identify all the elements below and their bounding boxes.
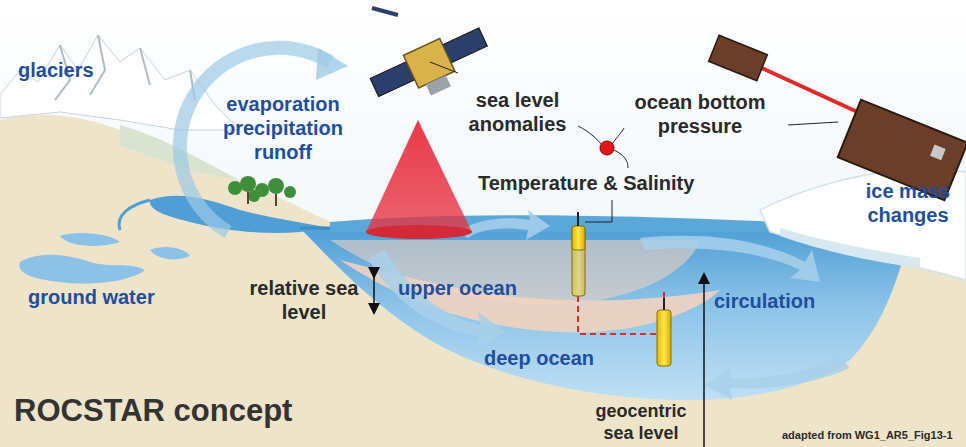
- region-label: ice mass changes: [855, 179, 961, 227]
- source-note: adapted from WG1_AR5_Fig13-1: [782, 429, 953, 442]
- region-label: glaciers: [18, 58, 94, 82]
- quantity-label: geocentric sea level: [584, 400, 698, 444]
- region-label: deep ocean: [484, 346, 594, 370]
- process-label: circulation: [714, 289, 815, 313]
- diagram-title: ROCSTAR concept: [14, 392, 292, 429]
- process-label: evaporation precipitation runoff: [213, 92, 353, 164]
- measurement-label: ocean bottom pressure: [620, 90, 780, 138]
- measurement-label: sea level anomalies: [460, 88, 575, 136]
- quantity-label: relative sea level: [238, 276, 370, 324]
- measurement-label: Temperature & Salinity: [478, 171, 694, 195]
- region-label: ground water: [28, 285, 155, 309]
- region-label: upper ocean: [398, 276, 517, 300]
